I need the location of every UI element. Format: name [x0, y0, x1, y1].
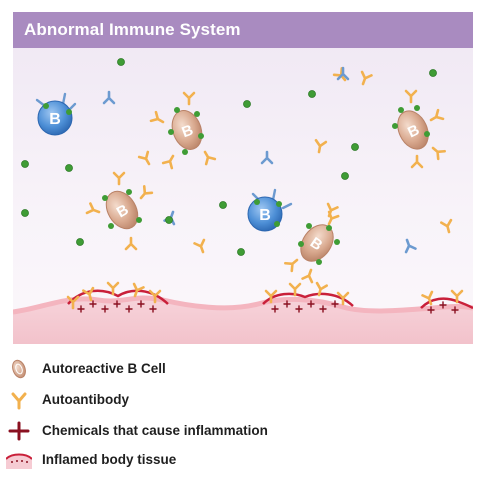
inflamed-body-tissue	[13, 289, 473, 344]
immune-scene: B B B B	[13, 58, 473, 344]
normal-b-cell: B	[247, 188, 293, 232]
autoreactive-b-cell: B	[397, 110, 429, 150]
legend-item-autoantibody: Autoantibody	[0, 389, 487, 411]
free-antigens	[21, 58, 437, 256]
title-bar: Abnormal Immune System	[13, 12, 473, 48]
legend-item-inflammation-chemicals: Chemicals that cause inflammation	[0, 420, 487, 442]
diagram-title: Abnormal Immune System	[24, 20, 241, 39]
autoreactive-b-cell: B	[105, 190, 139, 230]
normal-b-cell: B	[35, 92, 77, 136]
legend-item-inflamed-tissue: Inflamed body tissue	[0, 449, 487, 471]
svg-text:B: B	[49, 111, 61, 128]
autoreactive-b-cell-markers	[284, 202, 340, 284]
autoreactive-b-cell: B	[300, 224, 334, 262]
legend-label: Inflamed body tissue	[42, 452, 177, 467]
autoreactive-b-cell-markers	[149, 91, 217, 170]
legend-label: Chemicals that cause inflammation	[42, 423, 268, 438]
autoantibody-icon	[11, 392, 27, 410]
inflammation-chemical-icon	[8, 421, 30, 441]
legend-label: Autoantibody	[42, 392, 129, 407]
autoreactive-b-cell: B	[171, 110, 203, 150]
inflamed-tissue-icon	[6, 453, 32, 469]
svg-text:B: B	[259, 207, 271, 224]
diagram-panel: Abnormal Immune System	[13, 12, 473, 344]
legend-label: Autoreactive B Cell	[42, 361, 166, 376]
autoreactive-b-cell-markers	[85, 171, 154, 251]
legend-item-autoreactive-b-cell: Autoreactive B Cell	[0, 358, 487, 380]
autoreactive-b-cell-icon	[12, 359, 26, 379]
autoreactive-b-cell-markers	[392, 89, 446, 169]
